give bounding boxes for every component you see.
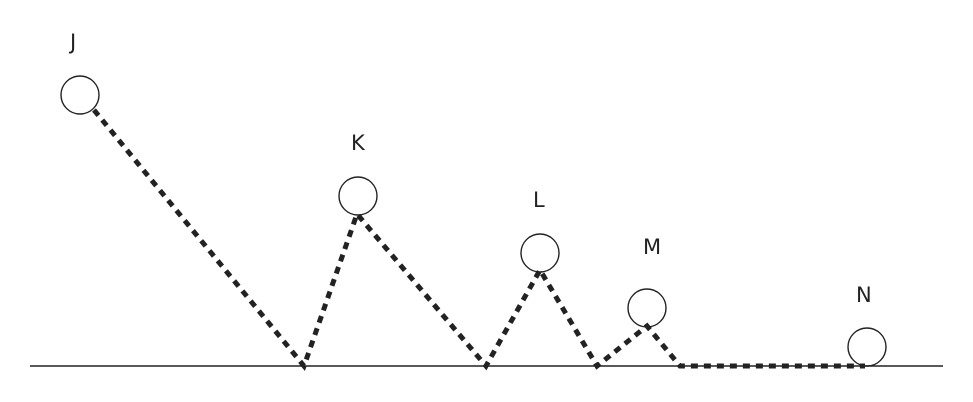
ball-position-n — [847, 327, 887, 367]
ball-position-j — [60, 75, 100, 115]
ball-position-k — [338, 176, 378, 216]
label-m: M — [643, 235, 661, 259]
ball-position-m — [627, 288, 667, 328]
label-j: J — [68, 30, 76, 54]
label-n: N — [856, 283, 872, 307]
ball-position-l — [520, 233, 560, 273]
ball-trajectory-path — [92, 108, 865, 372]
label-k: K — [351, 131, 366, 155]
label-l: L — [533, 188, 545, 212]
